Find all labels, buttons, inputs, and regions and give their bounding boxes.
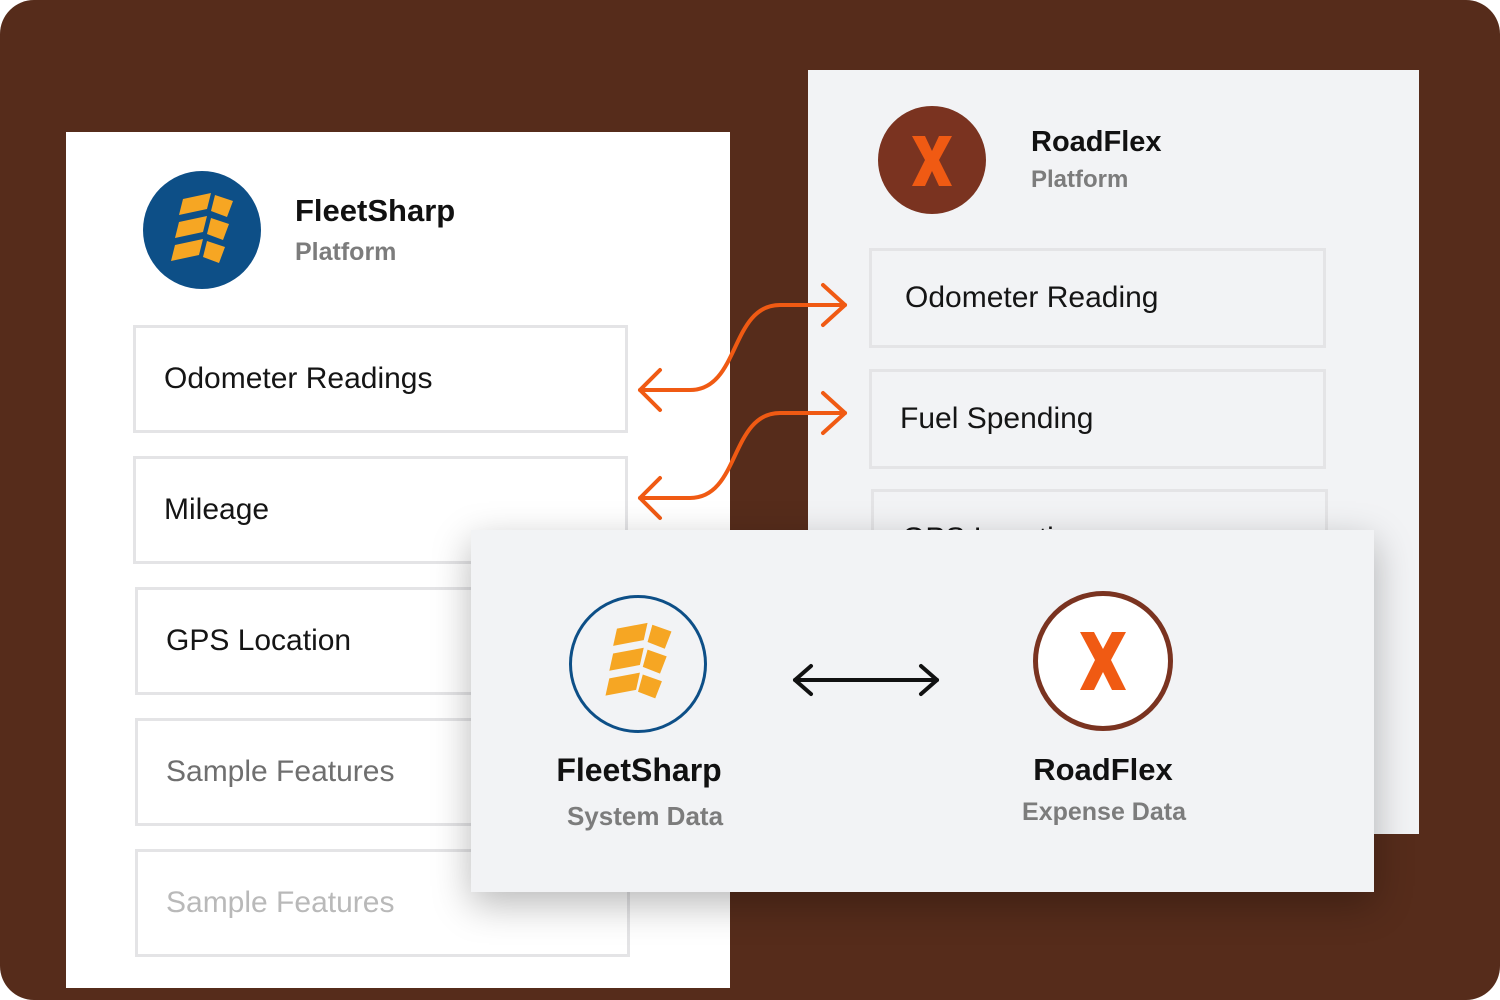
fleetsharp-field-mileage[interactable]: Mileage [133, 456, 628, 564]
field-label: Odometer Reading [905, 281, 1159, 314]
sync-card: FleetSharp System Data RoadFlex Expense … [471, 530, 1374, 892]
roadflex-logo-icon [1033, 591, 1173, 731]
field-label: Odometer Readings [164, 362, 433, 395]
two-way-arrow-icon [793, 664, 939, 696]
field-label: Mileage [164, 493, 270, 526]
sync-right-name: RoadFlex [1033, 752, 1173, 787]
roadflex-subtitle: Platform [1031, 166, 1129, 193]
sync-left-name: FleetSharp [556, 752, 722, 788]
roadflex-field-fuel[interactable]: Fuel Spending [869, 369, 1326, 469]
roadflex-field-odometer[interactable]: Odometer Reading [869, 248, 1326, 348]
fleetsharp-subtitle: Platform [295, 238, 397, 266]
fleetsharp-name: FleetSharp [295, 193, 456, 228]
field-label: GPS Location [166, 624, 352, 657]
field-label: Sample Features [166, 886, 395, 919]
field-label: Fuel Spending [900, 402, 1094, 435]
sync-right-subtitle: Expense Data [1022, 798, 1186, 826]
fleetsharp-logo-icon [569, 595, 707, 733]
fleetsharp-field-odometer[interactable]: Odometer Readings [133, 325, 628, 433]
sync-left-subtitle: System Data [566, 801, 724, 831]
fleetsharp-logo-icon [143, 171, 261, 289]
roadflex-name: RoadFlex [1031, 126, 1162, 158]
field-label: Sample Features [166, 755, 395, 788]
roadflex-logo-icon [878, 106, 986, 214]
